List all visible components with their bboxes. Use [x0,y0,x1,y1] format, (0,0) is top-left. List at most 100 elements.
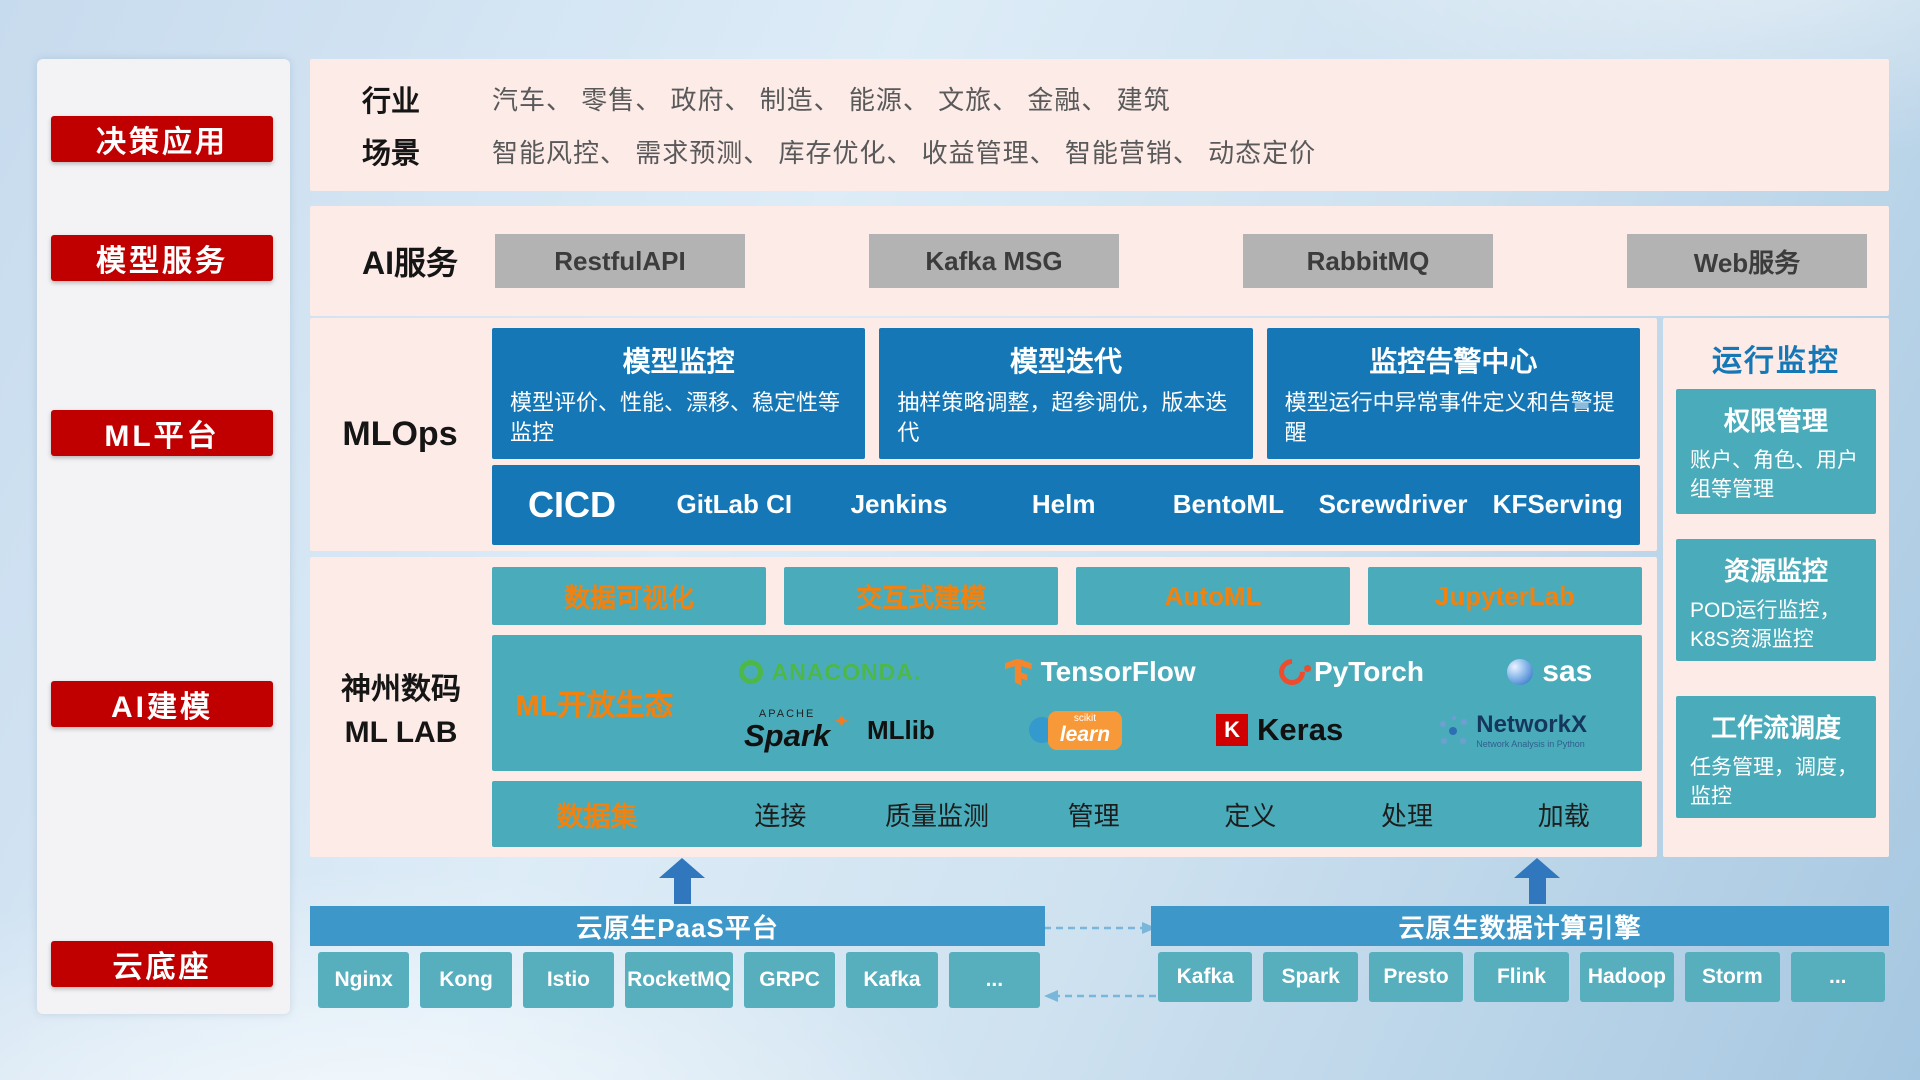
engine-storm-chip[interactable]: Storm [1685,952,1780,1002]
automl-button[interactable]: AutoML [1076,567,1350,625]
spark-mllib-logo: APACHE Spark ✦ MLlib [744,708,935,753]
workflow-scheduler-desc: 任务管理，调度，监控 [1690,756,1858,809]
mlops-label: MLOps [342,415,458,453]
resource-monitor-desc: POD运行监控，K8S资源监控 [1690,599,1841,652]
engine-chips: Kafka Spark Presto Flink Hadoop Storm ..… [1158,952,1885,1002]
permission-mgmt-desc: 账户、角色、用户组等管理 [1690,449,1858,502]
mlops-cards: 模型监控 模型评价、性能、漂移、稳定性等监控 模型迭代 抽样策略调整，超参调优，… [492,328,1640,459]
dataset-item-define: 定义 [1224,800,1277,831]
apache-label: APACHE [758,708,816,720]
dataset-item-process: 处理 [1381,800,1434,831]
grpc-chip[interactable]: GRPC [743,952,836,1008]
engine-flink-chip[interactable]: Flink [1474,952,1569,1002]
scenario-label: 场景 [362,138,421,171]
workflow-scheduler-title: 工作流调度 [1710,713,1841,743]
arrow-head [1514,858,1560,878]
paas-chips: Nginx Kong Istio RocketMQ GRPC Kafka ... [318,952,1041,1008]
scenario-values: 智能风控、 需求预测、 库存优化、 收益管理、 智能营销、 动态定价 [492,137,1317,168]
anaconda-icon [738,660,763,684]
tensorflow-wordmark: TensorFlow [1040,656,1196,687]
mllib-wordmark: MLlib [866,714,935,745]
tensorflow-icon [1004,658,1032,686]
industry-row: 行业 汽车、 零售、 政府、 制造、 能源、 文旅、 金融、 建筑 [310,78,1889,120]
dataset-item-manage: 管理 [1067,800,1120,831]
paas-platform-header: 云原生PaaS平台 [310,906,1045,946]
web-service-button[interactable]: Web服务 [1627,234,1867,288]
learn-wordmark: learn [1059,722,1111,746]
model-iteration-title: 模型迭代 [1009,346,1122,377]
engine-spark-chip[interactable]: Spark [1263,952,1358,1002]
more-paas-chip[interactable]: ... [948,952,1041,1008]
left-sidebar [37,59,290,1014]
dataset-label: 数据集 [556,801,638,832]
arrow-head [659,858,705,878]
dataset-item-load: 加载 [1537,800,1590,831]
pytorch-icon [1273,653,1311,691]
kafka-msg-button[interactable]: Kafka MSG [869,234,1119,288]
sas-logo: sas [1507,655,1592,689]
rocketmq-chip[interactable]: RocketMQ [625,952,733,1008]
pytorch-wordmark: PyTorch [1313,656,1424,687]
dataset-item-connect: 连接 [754,800,807,831]
cicd-tool-kfserving: KFServing [1492,489,1623,520]
spark-wordmark: Spark [744,718,831,753]
industry-values: 汽车、 零售、 政府、 制造、 能源、 文旅、 金融、 建筑 [492,85,1171,116]
cicd-tool-jenkins: Jenkins [850,489,948,520]
sas-icon [1507,659,1534,685]
mlops-panel: MLOps 模型监控 模型评价、性能、漂移、稳定性等监控 模型迭代 抽样策略调整… [310,318,1657,551]
networkx-wordmark: NetworkX [1476,711,1587,739]
keras-logo: K Keras [1216,712,1343,748]
scenario-row: 场景 智能风控、 需求预测、 库存优化、 收益管理、 智能营销、 动态定价 [310,130,1889,172]
spark-star-icon: ✦ [833,711,850,733]
networkx-icon [1437,715,1467,745]
model-monitoring-title: 模型监控 [622,346,735,377]
up-arrow-right [1514,858,1560,904]
alert-center-title: 监控告警中心 [1369,346,1538,377]
tensorflow-logo: TensorFlow [1004,656,1196,688]
engine-presto-chip[interactable]: Presto [1368,952,1464,1002]
anaconda-logo: ANACONDA. [738,659,922,686]
mllab-label-line2: ML LAB [344,716,458,749]
model-monitoring-card: 模型监控 模型评价、性能、漂移、稳定性等监控 [492,328,866,459]
data-visualization-button[interactable]: 数据可视化 [492,567,766,625]
mllab-top-buttons: 数据可视化 交互式建模 AutoML JupyterLab [492,567,1642,625]
dataset-bar: 数据集 连接 质量监测 管理 定义 处理 加载 [492,781,1642,847]
workflow-scheduler-card: 工作流调度 任务管理，调度，监控 [1676,696,1876,818]
kafka-chip[interactable]: Kafka [846,952,938,1008]
istio-chip[interactable]: Istio [522,952,615,1008]
cicd-tool-helm: Helm [1031,489,1096,520]
networkx-logo: NetworkX Network Analysis in Python [1437,711,1587,749]
networkx-subtitle: Network Analysis in Python [1476,738,1585,749]
networkx-wordmark-stack: NetworkX Network Analysis in Python [1476,711,1587,749]
sidebar-item-ai-modeling[interactable]: AI建模 [51,681,273,727]
permission-mgmt-card: 权限管理 账户、角色、用户组等管理 [1676,389,1876,514]
arrow-shaft [1528,878,1546,904]
kong-chip[interactable]: Kong [420,952,512,1008]
ml-open-ecosystem-label: ML开放生态 [515,690,674,722]
engine-kafka-chip[interactable]: Kafka [1158,952,1253,1002]
scikit-label: scikit [1073,712,1097,724]
sidebar-item-cloud-base[interactable]: 云底座 [51,941,273,987]
engine-more-chip[interactable]: ... [1790,952,1885,1002]
model-iteration-desc: 抽样策略调整，超参调优，版本迭代 [897,390,1228,445]
data-engine-header: 云原生数据计算引擎 [1151,906,1889,946]
engine-hadoop-chip[interactable]: Hadoop [1579,952,1675,1002]
ai-service-panel: AI服务 RestfulAPI Kafka MSG RabbitMQ Web服务 [310,206,1889,316]
resource-monitor-title: 资源监控 [1723,556,1828,586]
sidebar-item-decision-apps[interactable]: 决策应用 [51,116,273,162]
cicd-tool-bentoml: BentoML [1172,489,1284,520]
nginx-chip[interactable]: Nginx [318,952,410,1008]
industry-label: 行业 [362,85,421,118]
scikit-learn-badge: scikit learn [1047,710,1123,750]
restful-api-button[interactable]: RestfulAPI [495,234,745,288]
interactive-modeling-button[interactable]: 交互式建模 [784,567,1058,625]
jupyterlab-button[interactable]: JupyterLab [1368,567,1642,625]
rabbitmq-button[interactable]: RabbitMQ [1243,234,1493,288]
keras-wordmark: Keras [1257,712,1344,747]
ecosystem-logo-row-2: APACHE Spark ✦ MLlib scikit learn [697,708,1634,753]
model-monitoring-desc: 模型评价、性能、漂移、稳定性等监控 [510,390,841,445]
sidebar-item-model-services[interactable]: 模型服务 [51,235,273,281]
runtime-monitor-panel: 运行监控 权限管理 账户、角色、用户组等管理 资源监控 POD运行监控，K8S资… [1663,318,1889,857]
sidebar-item-ml-platform[interactable]: ML平台 [51,410,273,456]
